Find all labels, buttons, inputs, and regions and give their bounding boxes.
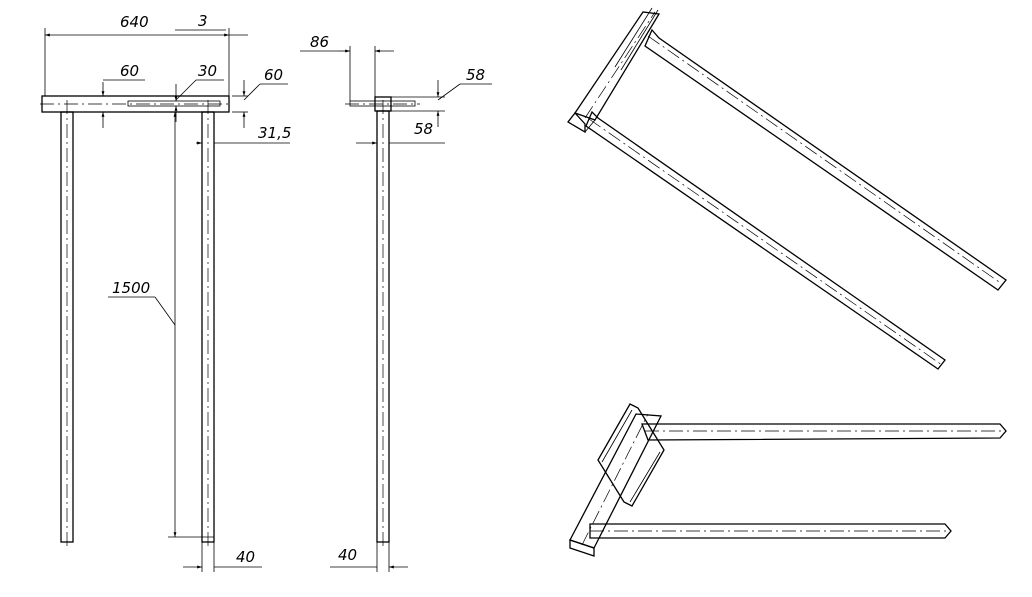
isometric-view-bottom	[569, 403, 1007, 557]
side-slot	[349, 100, 416, 107]
front-crossbar-slot	[127, 100, 221, 107]
dim-side-leg-width: 40	[338, 546, 357, 564]
dim-end-offset: 31,5	[258, 124, 291, 142]
iso-top-upper-tube	[644, 28, 1007, 291]
iso-top-lower-tube	[585, 110, 946, 370]
front-view: 640 3 60 30 60 31,5 1500	[40, 12, 291, 572]
dim-bottom-offset: 58	[414, 120, 433, 138]
dim-front-leg-width: 40	[236, 548, 255, 566]
dim-tube-depth: 86	[310, 33, 329, 51]
iso-bottom-upper-tube	[641, 423, 1007, 441]
dim-slot-offset: 30	[198, 62, 217, 80]
iso-bottom-lower-tube	[589, 523, 952, 539]
dim-wall-thickness: 3	[198, 12, 208, 30]
dim-height: 1500	[112, 279, 150, 297]
dim-left-section: 60	[120, 62, 139, 80]
dim-top-height: 58	[466, 66, 485, 84]
dim-overall-width: 640	[120, 13, 149, 31]
side-view: 86 58 58 40	[300, 33, 492, 572]
dim-right-section: 60	[264, 66, 283, 84]
isometric-view-top	[567, 7, 1007, 370]
